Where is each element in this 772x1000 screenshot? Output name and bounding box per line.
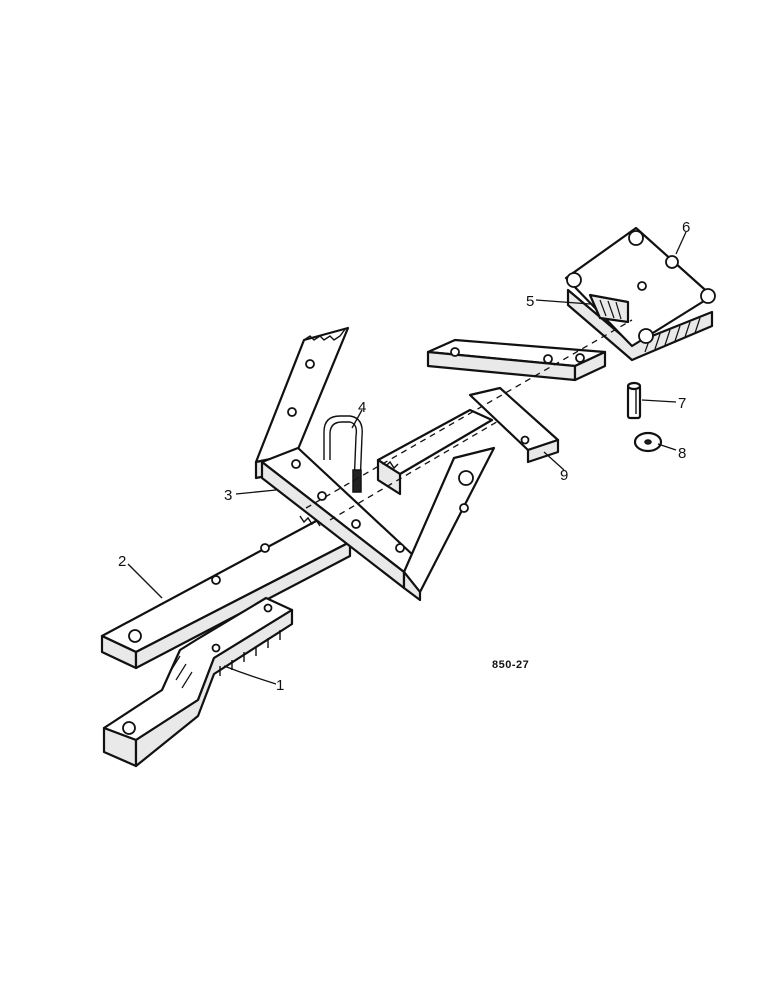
part-4-u-bolt <box>323 415 363 493</box>
callout-8: 8 <box>678 445 686 462</box>
leader-lines <box>127 231 687 685</box>
leader-7 <box>641 399 677 403</box>
callout-7: 7 <box>678 395 686 412</box>
leader-4 <box>351 409 363 429</box>
assembly-lines <box>305 319 633 521</box>
callout-2: 2 <box>118 553 126 570</box>
figure-code: 850-27 <box>492 659 529 671</box>
part-5-bracket <box>564 226 716 362</box>
callouts: 1 2 3 4 5 6 7 8 9 <box>118 219 690 694</box>
leader-1 <box>223 665 277 685</box>
part-3-u-frame <box>254 326 496 602</box>
callout-4: 4 <box>358 399 366 416</box>
part-7-pin <box>626 381 642 420</box>
callout-9: 9 <box>560 467 568 484</box>
leader-6 <box>675 231 687 255</box>
leader-3 <box>235 489 277 495</box>
part-8-washer <box>633 431 663 453</box>
part-1-drawbar <box>102 596 294 768</box>
callout-5: 5 <box>526 293 534 310</box>
callout-6: 6 <box>682 219 690 236</box>
leader-2 <box>127 563 163 599</box>
bar-segment <box>376 408 494 496</box>
callout-1: 1 <box>276 677 284 694</box>
part-9-cross-bar <box>426 338 607 464</box>
callout-3: 3 <box>224 487 232 504</box>
part-2-main-bar <box>100 515 352 670</box>
leader-5 <box>535 299 591 305</box>
leader-8 <box>657 443 677 451</box>
leader-9 <box>543 451 565 471</box>
